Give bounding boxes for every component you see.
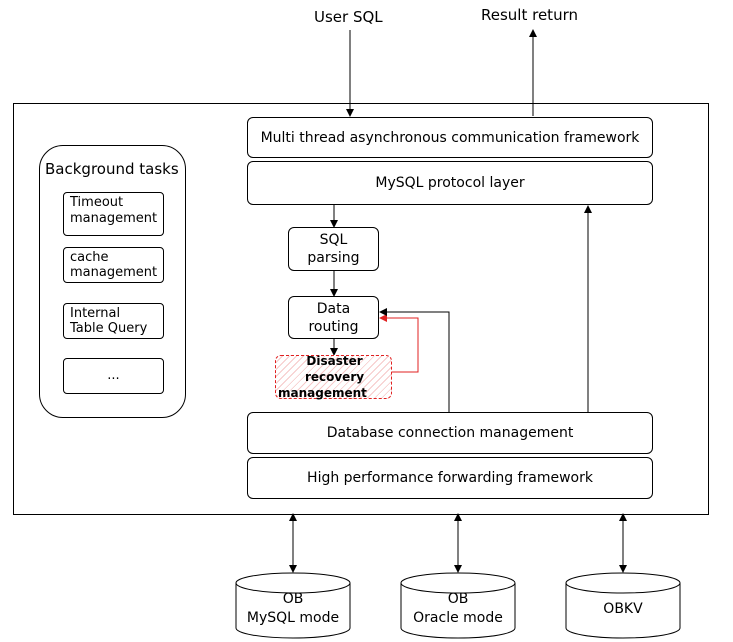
disaster-feedback-arrow (379, 314, 419, 373)
db-connection-layer: Database connection management (247, 412, 653, 454)
user-sql-label: User SQL (314, 8, 383, 26)
result-return-label: Result return (481, 6, 578, 24)
db-cylinder-mysql (235, 572, 351, 639)
background-tasks-title: Background tasks (45, 160, 179, 178)
sql-parsing-box: SQL parsing (288, 227, 379, 271)
task-timeout-management: Timeout management (63, 192, 164, 236)
data-routing-box: Data routing (288, 296, 379, 339)
mysql-protocol-layer: MySQL protocol layer (247, 161, 653, 205)
connection-to-routing-arrow (379, 308, 450, 412)
db-mysql-label: OB MySQL mode (246, 591, 340, 626)
forwarding-layer: High performance forwarding framework (247, 457, 653, 499)
task-internal-table-query: Internal Table Query (63, 303, 164, 339)
proxy-frame (13, 103, 709, 515)
comm-framework-layer: Multi thread asynchronous communication … (247, 117, 653, 158)
db-oracle-label: OB Oracle mode (413, 591, 503, 626)
task-more: ... (63, 358, 164, 394)
task-cache-management: cache management (63, 247, 164, 283)
db-obkv-label: OBKV (603, 601, 643, 617)
db-cylinder-oracle (400, 572, 516, 639)
disaster-recovery-box: Disaster recovery management (275, 354, 392, 400)
db-cylinder-obkv (565, 572, 681, 639)
